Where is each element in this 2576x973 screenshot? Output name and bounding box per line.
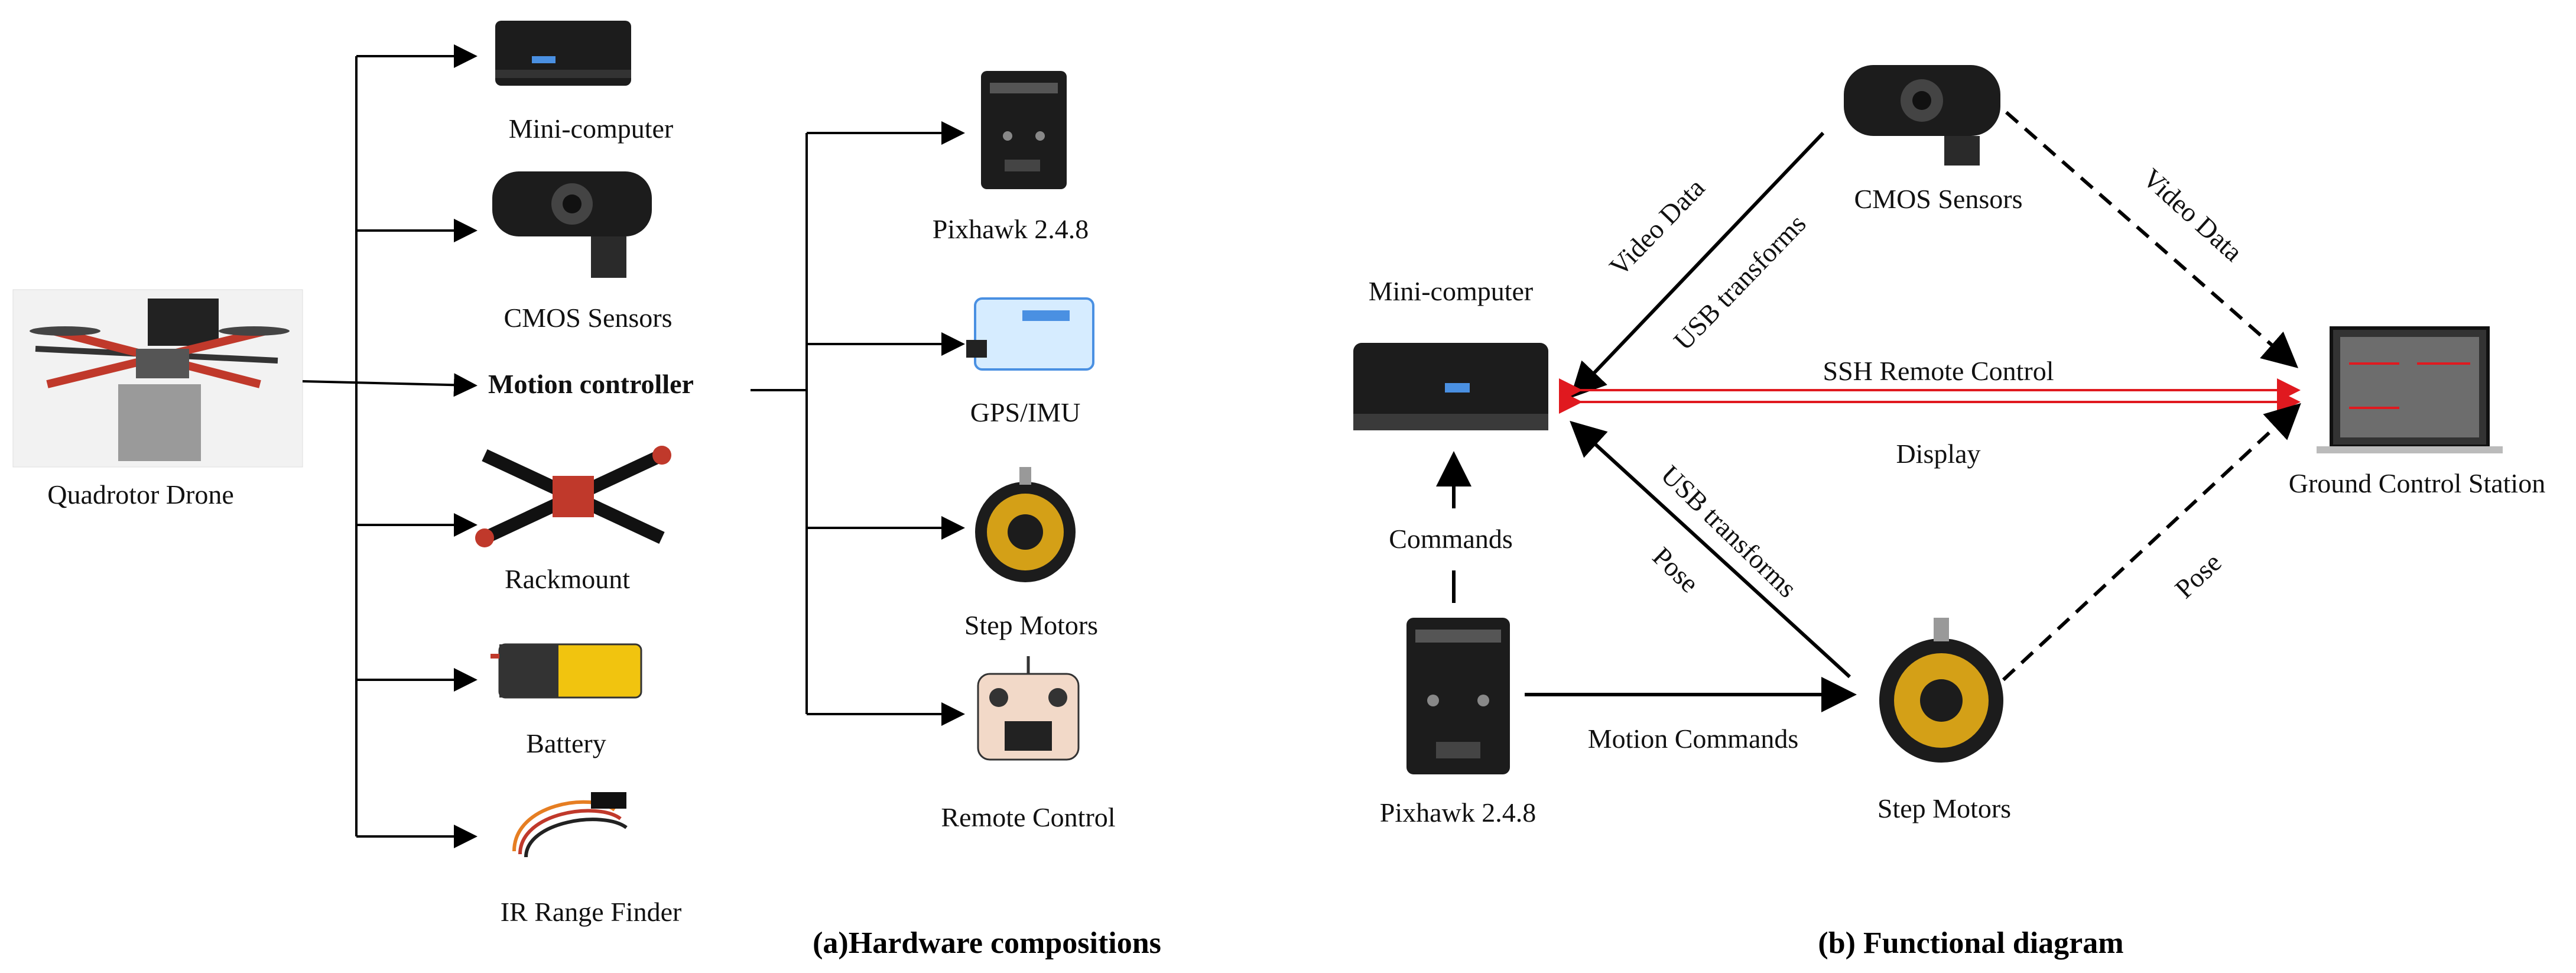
pixhawk-node-icon (1406, 618, 1510, 774)
battery-label: Battery (526, 728, 606, 758)
motion-controller-label: Motion controller (488, 369, 694, 399)
pixhawk-label-a: Pixhawk 2.4.8 (933, 214, 1089, 244)
cmos-to-mini-arrow (1570, 131, 1825, 398)
display-label: Display (1896, 439, 1980, 469)
ground-station-label: Ground Control Station (2289, 468, 2545, 498)
quadrotor-drone-label: Quadrotor Drone (47, 479, 234, 510)
panel-a-hardware: Quadrotor Drone Mini-computer CMOS Senso… (12, 21, 1161, 960)
pose-left-label: Pose (1647, 541, 1705, 598)
quadrotor-drone-image (12, 289, 303, 468)
mini-computer-label: Mini-computer (509, 113, 674, 144)
step-motor-node-icon (1879, 618, 2003, 763)
motors-to-mini-arrow (1570, 420, 1851, 679)
rackmount-icon (475, 446, 671, 547)
cmos-node-label: CMOS Sensors (1854, 184, 2022, 214)
cmos-to-ground-dashed-arrow (2005, 111, 2299, 368)
pose-right-label: Pose (2169, 547, 2227, 604)
ground-station-icon (2317, 326, 2503, 453)
drone-to-controller-arrow (302, 373, 477, 397)
panel-b-functional: Mini-computer CMOS Sensors Ground Contro… (1353, 65, 2545, 960)
motors-to-ground-dashed-arrow (2002, 403, 2301, 682)
battery-icon (490, 643, 642, 699)
step-motor-icon-a (975, 467, 1076, 582)
cmos-sensors-label: CMOS Sensors (503, 303, 672, 333)
gps-imu-label: GPS/IMU (970, 397, 1081, 427)
usb-transforms-top-label: USB transforms (1668, 208, 1812, 356)
cmos-sensor-icon (492, 171, 652, 278)
gps-imu-icon (966, 297, 1094, 371)
pixhawk-node-label: Pixhawk 2.4.8 (1380, 797, 1536, 828)
cmos-node-icon (1844, 65, 2000, 166)
ssh-remote-control-label: SSH Remote Control (1823, 356, 2054, 386)
mini-computer-node-label: Mini-computer (1369, 276, 1534, 306)
video-data-right-label: Video Data (2137, 163, 2249, 267)
ir-range-finder-icon (512, 792, 628, 858)
step-motors-label-a: Step Motors (964, 610, 1098, 640)
ir-range-finder-label: IR Range Finder (501, 897, 682, 927)
commands-label: Commands (1389, 524, 1513, 554)
mini-computer-icon (495, 21, 631, 86)
remote-control-label: Remote Control (941, 802, 1115, 832)
mini-computer-node-icon (1353, 343, 1548, 430)
panel-b-caption: (b) Functional diagram (1818, 926, 2123, 960)
step-motors-node-label: Step Motors (1877, 793, 2011, 823)
panel-a-caption: (a)Hardware compositions (813, 926, 1161, 960)
remote-control-icon (977, 656, 1080, 761)
pixhawk-icon (981, 71, 1067, 189)
motion-commands-label: Motion Commands (1588, 724, 1799, 754)
rackmount-label: Rackmount (505, 564, 630, 594)
